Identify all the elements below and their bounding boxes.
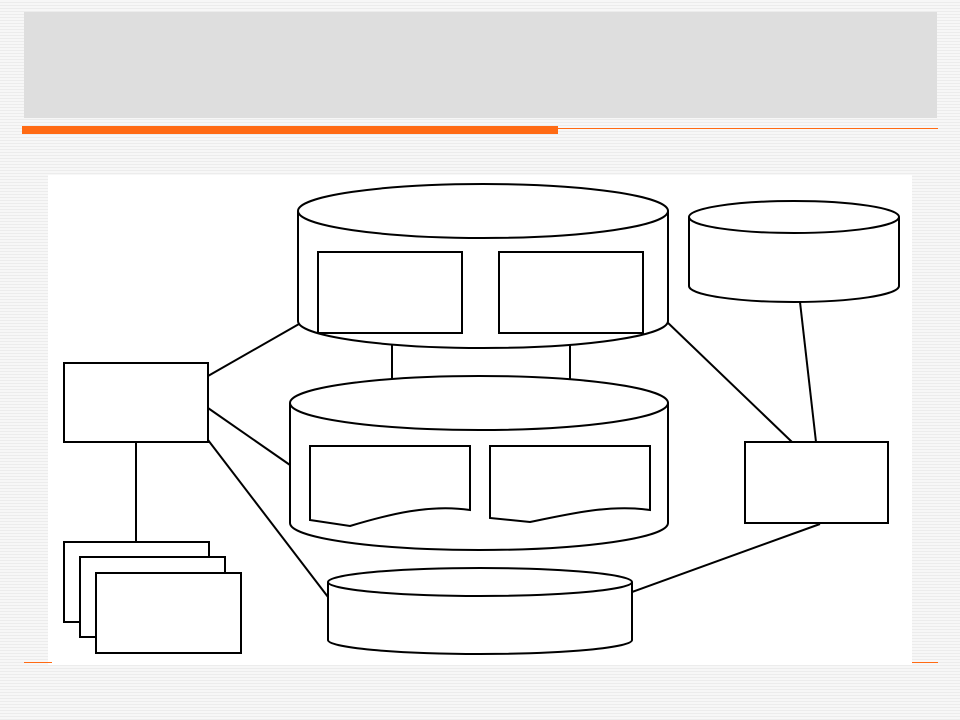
diagram-canvas: [63, 183, 900, 655]
accent-line: [558, 128, 938, 129]
connector-right-box-bottom-cylinder: [631, 523, 821, 593]
bottom-cylinder: [327, 567, 633, 655]
footer-line-left: [24, 662, 52, 663]
connector-left-box-middle-cylinder: [207, 407, 291, 466]
stacked-box-front: [95, 572, 242, 654]
accent-bar: [22, 126, 558, 134]
title-band: [24, 12, 937, 118]
footer-line-right: [912, 662, 938, 663]
right-cylinder: [688, 200, 900, 303]
connector-right-cylinder-right-box: [799, 301, 817, 443]
connector-left-box-bottom-cylinder: [207, 439, 329, 598]
top-right-box: [498, 251, 644, 334]
top-left-box: [317, 251, 463, 334]
stacked-boxes: [63, 541, 242, 654]
middle-right-document: [489, 445, 651, 524]
diagram-panel: [48, 175, 912, 665]
middle-left-document: [309, 445, 471, 528]
left-box: [63, 362, 209, 443]
right-box: [744, 441, 889, 524]
